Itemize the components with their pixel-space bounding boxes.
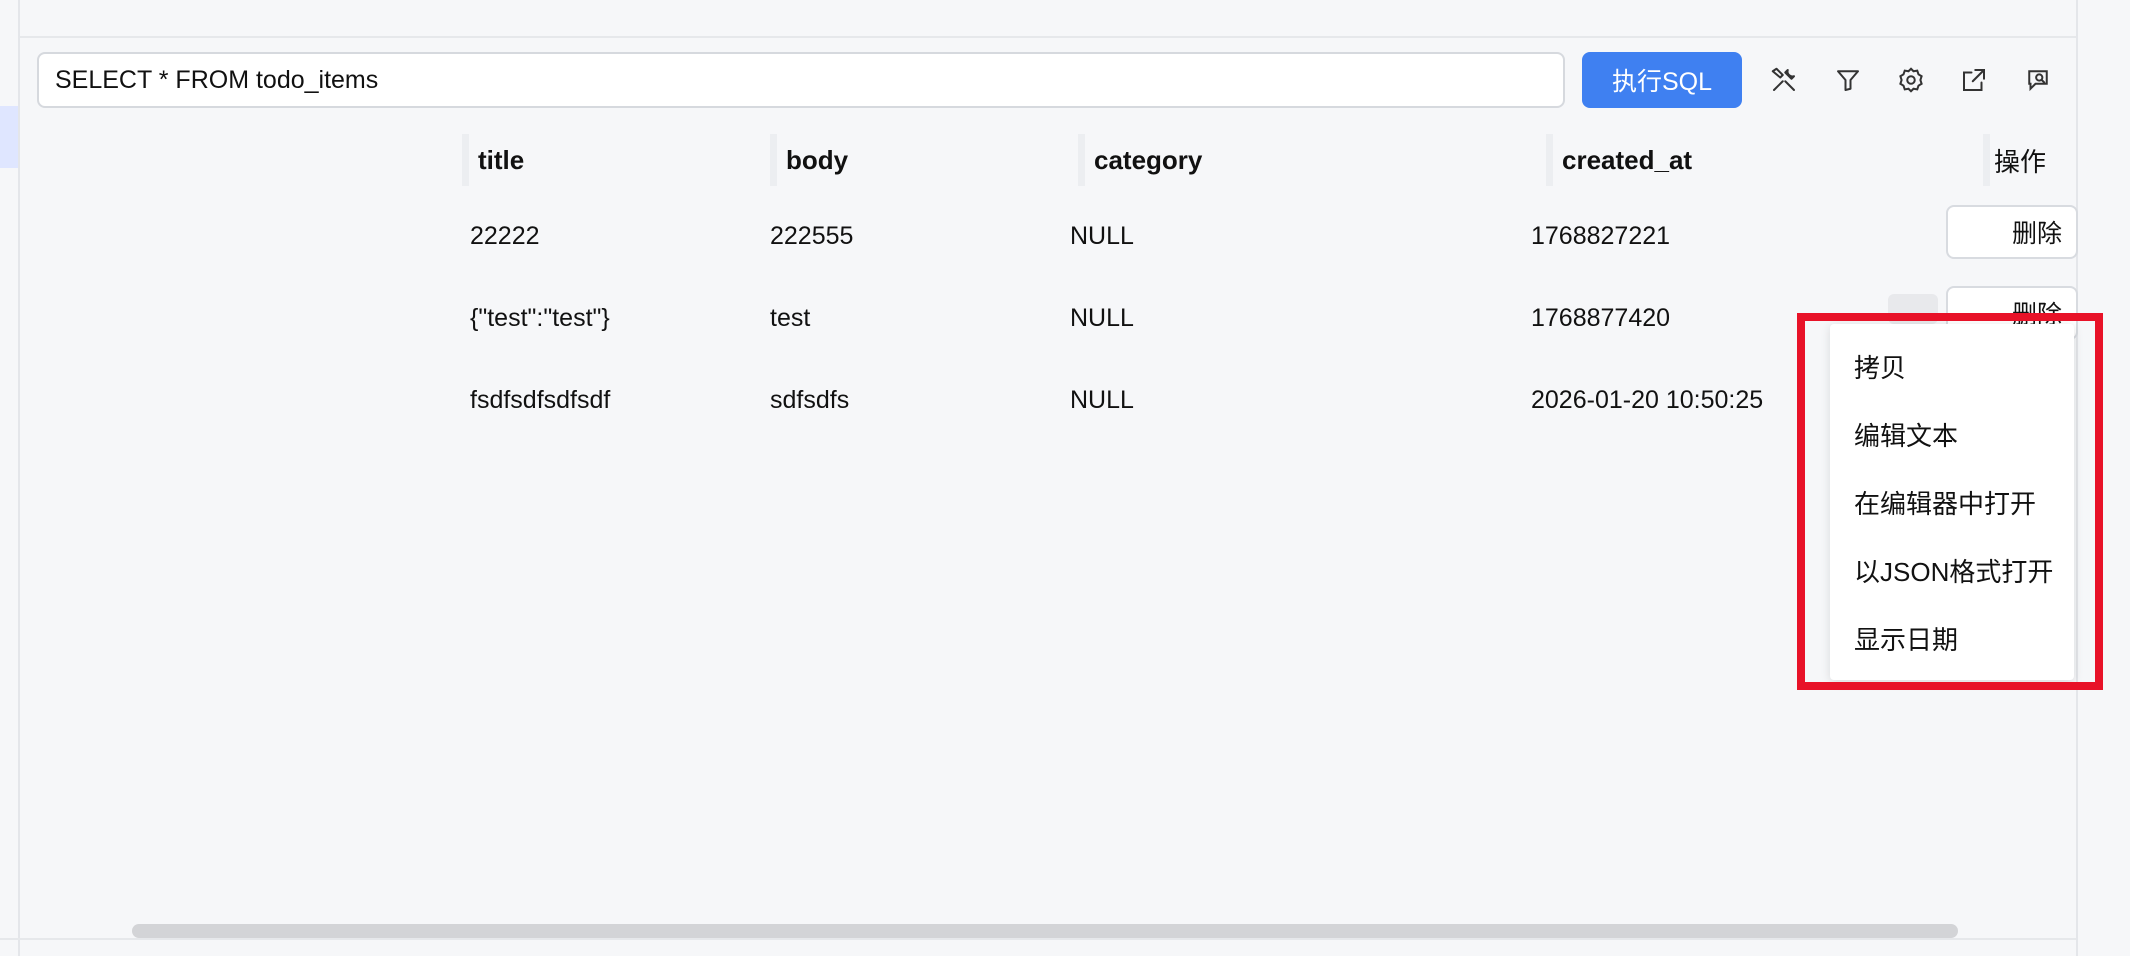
- left-sidebar: [0, 0, 20, 956]
- chat-search-icon[interactable]: [2018, 60, 2058, 100]
- menu-item-open-as-json[interactable]: 以JSON格式打开: [1854, 556, 2054, 587]
- cell-created-at[interactable]: 2026-01-20 10:50:25: [1531, 386, 1764, 414]
- horizontal-scrollbar[interactable]: [132, 924, 1958, 938]
- filter-icon[interactable]: [1828, 60, 1868, 100]
- column-separator[interactable]: [1546, 134, 1553, 186]
- column-separator[interactable]: [462, 134, 469, 186]
- menu-item-open-in-editor[interactable]: 在编辑器中打开: [1854, 488, 2037, 519]
- column-separator[interactable]: [1983, 134, 1990, 186]
- row-hover-chip[interactable]: [1888, 294, 1938, 324]
- delete-row-button[interactable]: 删除: [1946, 205, 2078, 259]
- column-header-title[interactable]: title: [478, 144, 525, 175]
- external-link-icon[interactable]: [1954, 60, 1994, 100]
- cell-created-at[interactable]: 1768877420: [1531, 304, 1671, 332]
- cell-title[interactable]: {"test":"test"}: [470, 304, 610, 332]
- column-header-created-at[interactable]: created_at: [1562, 144, 1693, 175]
- right-sidebar: [2076, 0, 2130, 956]
- column-header-body[interactable]: body: [786, 144, 849, 175]
- cell-title[interactable]: 22222: [470, 222, 540, 250]
- column-header-category[interactable]: category: [1094, 144, 1203, 175]
- bottom-divider: [0, 938, 2076, 940]
- menu-item-show-date[interactable]: 显示日期: [1854, 624, 1959, 655]
- cell-category[interactable]: NULL: [1070, 386, 1134, 414]
- column-separator[interactable]: [770, 134, 777, 186]
- column-separator[interactable]: [1078, 134, 1085, 186]
- cell-category[interactable]: NULL: [1070, 222, 1134, 250]
- cell-body[interactable]: sdfsdfs: [770, 386, 850, 414]
- cell-title[interactable]: fsdfsdfsdfsdf: [470, 386, 611, 414]
- cell-body[interactable]: 222555: [770, 222, 854, 250]
- tools-icon[interactable]: [1764, 60, 1804, 100]
- cell-context-menu: 拷贝 编辑文本 在编辑器中打开 以JSON格式打开 显示日期: [1830, 324, 2074, 680]
- menu-item-copy[interactable]: 拷贝: [1854, 352, 1907, 383]
- top-divider: [0, 36, 2076, 38]
- run-sql-button[interactable]: 执行SQL: [1582, 52, 1742, 108]
- cell-created-at[interactable]: 1768827221: [1531, 222, 1671, 250]
- gear-icon[interactable]: [1891, 60, 1931, 100]
- sql-query-input[interactable]: [37, 52, 1565, 108]
- menu-item-edit-text[interactable]: 编辑文本: [1854, 420, 1959, 451]
- sidebar-selected-item[interactable]: [0, 106, 18, 168]
- cell-body[interactable]: test: [770, 304, 811, 332]
- cell-category[interactable]: NULL: [1070, 304, 1134, 332]
- column-header-actions: 操作: [1994, 146, 2047, 177]
